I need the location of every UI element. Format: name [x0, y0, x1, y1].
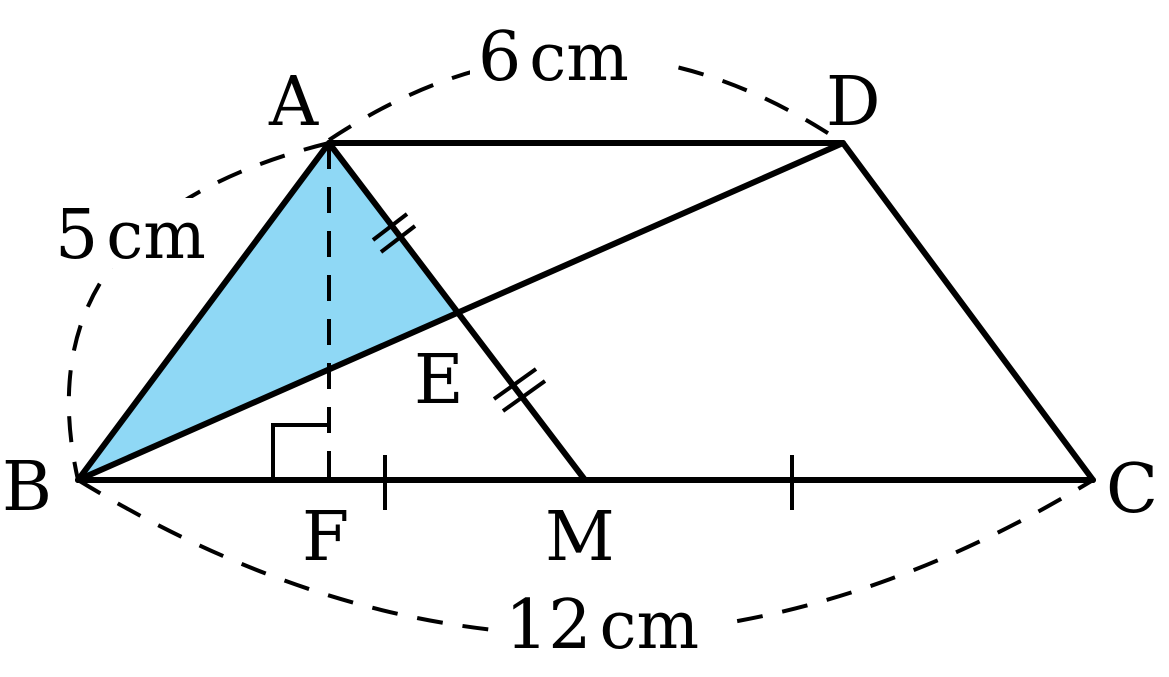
segment-am [326, 140, 588, 483]
label-point-b: B [2, 448, 52, 527]
solid-segments [75, 140, 1096, 483]
tick-ae-2 [379, 224, 417, 254]
label-point-f: F [302, 498, 349, 577]
segment-dc [840, 140, 1096, 483]
shaded-triangle-abe [78, 143, 459, 480]
tick-em-1 [492, 367, 538, 401]
label-point-e: E [414, 341, 464, 420]
label-point-c: C [1106, 450, 1158, 529]
length-left-unit: cm [106, 197, 206, 274]
length-left-backing [52, 198, 224, 268]
length-top-backing [470, 18, 660, 88]
segment-ab [75, 140, 332, 483]
equal-ticks-bc [383, 455, 794, 510]
label-point-a: A [268, 63, 319, 142]
label-point-m: M [545, 498, 615, 577]
tick-ae-1 [371, 212, 409, 242]
length-bottom-backing [500, 590, 730, 662]
equal-ticks-am [371, 212, 547, 413]
arc-top-ad [327, 53, 845, 145]
length-top-unit: cm [529, 19, 629, 96]
tick-em-2 [501, 379, 547, 413]
right-angle-marker [271, 423, 329, 480]
length-top-value: 6 [478, 18, 521, 97]
label-point-d: D [826, 63, 881, 142]
length-bottom-value: 12 [505, 586, 592, 665]
length-bottom-unit: cm [600, 587, 700, 664]
length-left-value: 5 [55, 196, 98, 275]
